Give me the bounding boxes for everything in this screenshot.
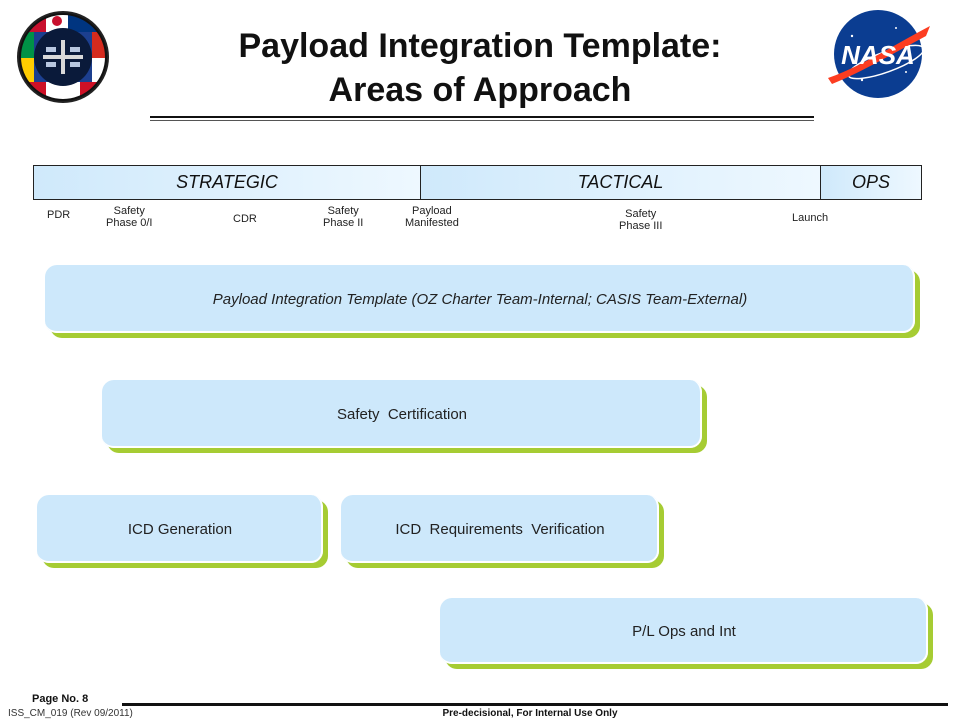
milestone-label: Phase 0/I	[106, 217, 153, 229]
document-id: ISS_CM_019 (Rev 09/2011)	[8, 708, 133, 719]
milestone-pdr: PDR	[47, 209, 71, 221]
area-label: ICD Generation	[127, 520, 233, 538]
area-payload-integration-template: Payload Integration Template (OZ Charter…	[45, 265, 915, 333]
milestone-label: Phase III	[619, 220, 663, 232]
area-label: Payload Integration Template (OZ Charter…	[212, 290, 748, 308]
phase-tactical: TACTICAL	[420, 166, 820, 199]
iss-patch-logo	[16, 10, 110, 104]
area-icd-requirements-verification: ICD Requirements Verification	[341, 495, 659, 563]
milestone-label: Manifested	[405, 217, 459, 229]
area-label: Safety Certification	[336, 405, 468, 423]
title-line-2: Areas of Approach	[328, 71, 632, 109]
area-label: P/L Ops and Int	[632, 622, 736, 640]
phase-strategic: STRATEGIC	[34, 166, 420, 199]
milestone-payload-manifested: Payload Manifested	[405, 205, 459, 229]
milestone-cdr: CDR	[233, 213, 257, 225]
area-pl-ops-and-int: P/L Ops and Int	[440, 598, 928, 664]
area-safety-certification: Safety Certification	[102, 380, 702, 448]
page-number: Page No. 8	[32, 693, 89, 705]
svg-text:NASA: NASA	[841, 40, 915, 70]
milestone-safety-phase-3: Safety Phase III	[619, 208, 662, 232]
milestone-label: Phase II	[323, 217, 364, 229]
milestone-safety-phase-2: Safety Phase II	[323, 205, 363, 229]
footer-divider	[122, 703, 948, 706]
nasa-logo: NASA	[822, 6, 934, 102]
milestone-label: Payload	[412, 205, 452, 217]
milestone-safety-phase-0-1: Safety Phase 0/I	[106, 205, 152, 229]
title-divider	[150, 116, 814, 121]
phase-timeline-bar: STRATEGIC TACTICAL OPS	[33, 165, 922, 200]
milestone-label: Safety	[113, 205, 145, 217]
milestone-launch: Launch	[792, 212, 829, 224]
phase-ops: OPS	[820, 166, 921, 199]
area-icd-generation: ICD Generation	[37, 495, 323, 563]
page-title: Payload Integration Template: Areas of A…	[150, 24, 810, 112]
milestone-label: Safety	[327, 205, 359, 217]
title-line-1: Payload Integration Template:	[238, 27, 722, 65]
area-label: ICD Requirements Verification	[395, 520, 605, 538]
footer-classification-note: Pre-decisional, For Internal Use Only	[442, 708, 618, 719]
milestone-label: Safety	[625, 208, 657, 220]
